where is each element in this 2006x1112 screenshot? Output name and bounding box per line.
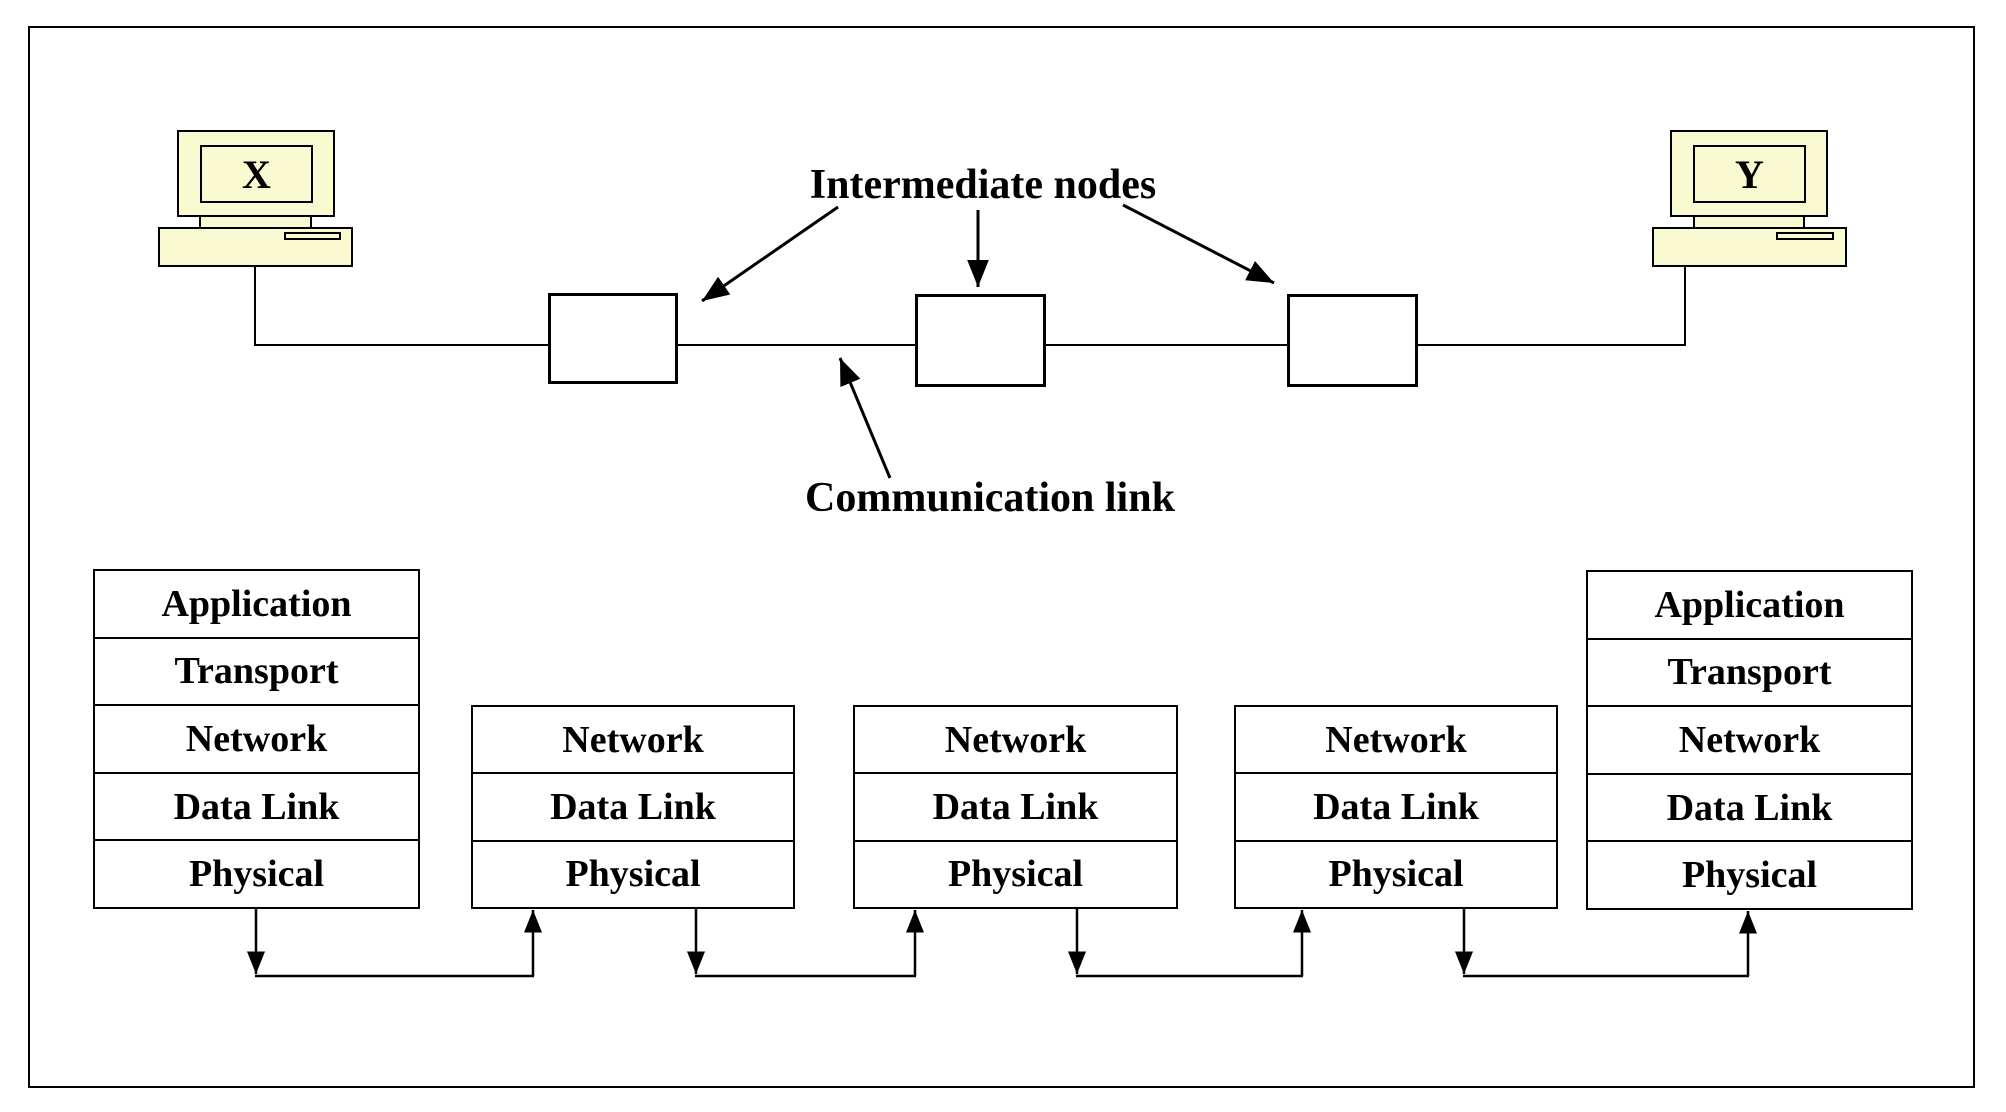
stack-connector-4 xyxy=(1455,908,1757,978)
stack3-layer-physical: Physical xyxy=(855,839,1176,907)
stack4-layer-physical: Physical xyxy=(1236,839,1556,907)
stack5-layer-datalink: Data Link xyxy=(1588,772,1911,841)
host-x-label: X xyxy=(242,151,271,197)
stack5-layer-transport: Transport xyxy=(1588,637,1911,706)
stack-connector-1 xyxy=(247,908,542,978)
protocol-stack-host-x: Application Transport Network Data Link … xyxy=(93,569,420,909)
stack1-layer-network: Network xyxy=(95,704,418,772)
host-y-label: Y xyxy=(1735,151,1764,197)
stack2-layer-datalink: Data Link xyxy=(473,772,793,839)
monitor-neck xyxy=(1693,215,1805,229)
stack4-layer-network: Network xyxy=(1325,718,1467,761)
stack5-layer-application: Application xyxy=(1654,583,1845,626)
intermediate-node-box-1 xyxy=(548,293,678,384)
stack-connector-2 xyxy=(687,908,924,978)
stack-connector-3 xyxy=(1068,908,1311,978)
monitor-screen: Y xyxy=(1693,145,1806,203)
stack5-layer-physical: Physical xyxy=(1588,840,1911,908)
protocol-stack-node-2: Network Data Link Physical xyxy=(853,705,1178,909)
intermediate-nodes-label: Intermediate nodes xyxy=(809,162,1157,208)
communication-link-arrow xyxy=(838,357,892,479)
stack3-layer-network: Network xyxy=(944,718,1087,761)
diagram-border xyxy=(28,26,1975,1088)
intermediate-node-box-2 xyxy=(915,294,1046,387)
stack2-layer-network: Network xyxy=(562,718,704,761)
floppy-slot xyxy=(1776,232,1834,240)
intermediate-node-box-3 xyxy=(1287,294,1418,387)
stack1-layer-application: Application xyxy=(161,582,352,625)
monitor-neck xyxy=(199,215,312,229)
communication-link-label: Communication link xyxy=(805,475,1175,521)
intermediate-nodes-arrow-left xyxy=(701,205,839,303)
stack4-layer-datalink: Data Link xyxy=(1236,772,1556,839)
monitor-screen: X xyxy=(200,145,313,203)
floppy-slot xyxy=(284,232,341,240)
stack5-layer-network: Network xyxy=(1588,705,1911,773)
protocol-stack-node-1: Network Data Link Physical xyxy=(471,705,795,909)
stack2-layer-physical: Physical xyxy=(473,839,793,907)
protocol-stack-node-3: Network Data Link Physical xyxy=(1234,705,1558,909)
stack1-layer-transport: Transport xyxy=(95,636,418,705)
stack3-layer-datalink: Data Link xyxy=(855,772,1176,839)
stack1-layer-physical: Physical xyxy=(95,839,418,907)
intermediate-nodes-arrow-right xyxy=(1122,203,1275,285)
stack1-layer-datalink: Data Link xyxy=(95,771,418,840)
protocol-stack-host-y: Application Transport Network Data Link … xyxy=(1586,570,1913,910)
